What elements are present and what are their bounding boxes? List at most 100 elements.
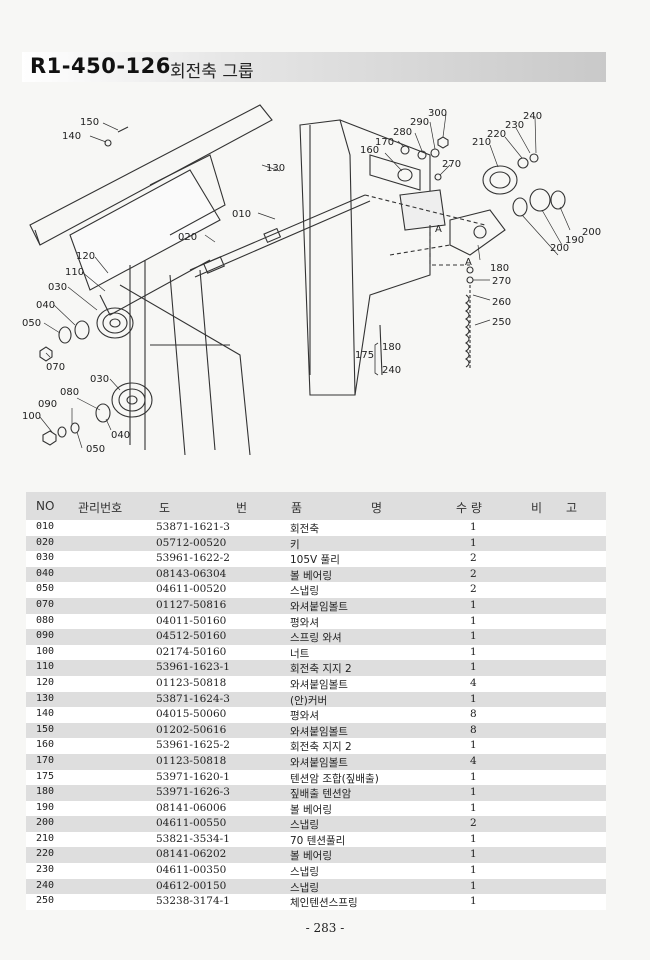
row-part-name: 105V 풀리 [290, 554, 340, 567]
callout-030-lower: 030 [90, 374, 109, 385]
callout-190: 190 [565, 235, 584, 246]
callout-010: 010 [232, 209, 251, 220]
row-part-number: 08143-06304 [156, 567, 227, 580]
row-part-name: 회전축 지지 2 [290, 663, 352, 676]
callout-175-240: 240 [382, 365, 401, 376]
row-quantity: 1 [470, 739, 477, 752]
callout-120: 120 [76, 251, 95, 262]
row-quantity: 4 [470, 676, 477, 689]
row-part-name: 평와셔 [290, 710, 319, 723]
callout-050-lower: 050 [86, 444, 105, 455]
row-part-number: 04611-00550 [156, 817, 227, 830]
col-name-b: 명 [371, 501, 383, 515]
row-no: 070 [36, 598, 55, 610]
callout-130: 130 [266, 163, 285, 174]
row-part-name: 볼 베어링 [290, 803, 332, 816]
page-number: - 283 - [305, 921, 345, 935]
callout-020: 020 [178, 232, 197, 243]
row-no: 250 [36, 895, 55, 907]
row-part-number: 53971-1620-1 [156, 770, 230, 783]
row-no: 210 [36, 832, 55, 844]
callout-270: 270 [492, 276, 511, 287]
row-quantity: 1 [470, 645, 477, 658]
row-quantity: 1 [470, 848, 477, 861]
callout-110: 110 [65, 267, 84, 278]
row-part-name: 볼 베어링 [290, 850, 332, 863]
row-no: 030 [36, 552, 55, 564]
row-part-name: 스냅링 [290, 819, 319, 832]
row-part-number: 08141-06006 [156, 801, 227, 814]
callout-290: 290 [410, 117, 429, 128]
row-part-name: 볼 베어링 [290, 569, 332, 582]
row-quantity: 1 [470, 521, 477, 533]
row-no: 220 [36, 848, 55, 860]
row-no: 020 [36, 536, 55, 548]
row-part-name: 너트 [290, 647, 310, 660]
callout-070: 070 [46, 362, 65, 373]
row-no: 240 [36, 879, 55, 891]
exploded-parts-diagram: 150 140 130 010 020 120 110 030 040 050 … [22, 104, 601, 456]
callout-280: 280 [393, 127, 412, 138]
row-part-name: 스냅링 [290, 881, 319, 894]
col-note-a: 비 [531, 501, 543, 515]
callout-250: 250 [492, 317, 511, 328]
table-row: 175 53971-1620-1 텐션암 조합(짚배출) 1 [26, 769, 606, 786]
row-no: 180 [36, 786, 55, 798]
row-no: 150 [36, 723, 55, 735]
callout-220: 220 [487, 129, 506, 140]
row-part-number: 53871-1621-3 [156, 521, 230, 533]
callout-200: 200 [550, 243, 569, 254]
row-quantity: 1 [470, 536, 477, 549]
callout-230: 230 [505, 120, 524, 131]
row-part-number: 04611-00520 [156, 583, 227, 596]
row-quantity: 1 [470, 630, 477, 643]
table-header: NO 관리번호 도 번 품 명 수 량 비 고 [26, 492, 606, 520]
row-part-name: 회전축 [290, 523, 319, 535]
callout-260: 260 [492, 297, 511, 308]
row-no: 040 [36, 567, 55, 579]
row-part-name: 스프링 와셔 [290, 632, 342, 645]
row-part-name: 와셔붙임볼트 [290, 600, 348, 613]
callout-180: 180 [490, 263, 509, 274]
row-no: 200 [36, 817, 55, 829]
row-part-number: 53961-1623-1 [156, 661, 230, 674]
row-quantity: 1 [470, 786, 477, 799]
row-part-number: 01123-50818 [156, 754, 227, 767]
row-quantity: 1 [470, 770, 477, 783]
row-part-number: 04015-50060 [156, 708, 227, 721]
row-part-number: 04611-00350 [156, 864, 227, 877]
row-quantity: 2 [470, 552, 477, 565]
row-no: 130 [36, 692, 55, 704]
callout-160: 160 [360, 145, 379, 156]
callout-140: 140 [62, 131, 81, 142]
row-no: 190 [36, 801, 55, 813]
callout-150: 150 [80, 117, 99, 128]
row-part-number: 04011-50160 [156, 614, 227, 627]
callout-080: 080 [60, 387, 79, 398]
row-part-number: 53871-1624-3 [156, 692, 230, 705]
row-quantity: 1 [470, 879, 477, 892]
callout-270-top: 270 [442, 159, 461, 170]
row-part-name: 텐션암 조합(짚배출) [290, 772, 379, 785]
callout-040: 040 [36, 300, 55, 311]
row-quantity: 1 [470, 661, 477, 674]
col-name-a: 품 [291, 501, 303, 515]
row-part-number: 53238-3174-1 [156, 895, 230, 908]
row-no: 175 [36, 770, 55, 782]
header-bar [22, 52, 606, 82]
row-no: 170 [36, 754, 55, 766]
col-no: NO [36, 499, 55, 513]
callout-040-lower: 040 [111, 430, 130, 441]
